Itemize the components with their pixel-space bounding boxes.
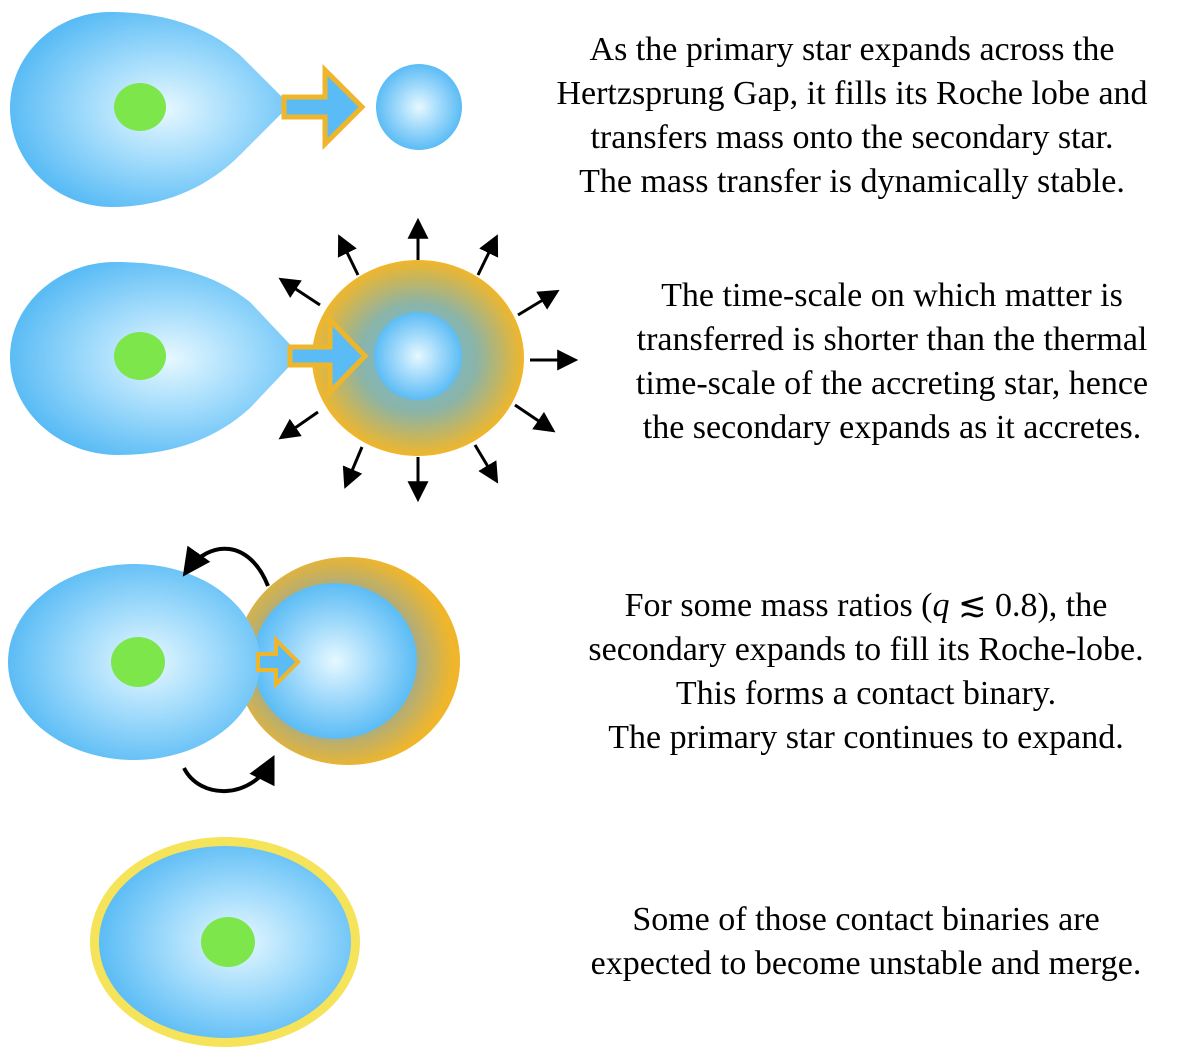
caption-line: expected to become unstable and merge.: [590, 945, 1142, 982]
panel-contact-binary: [8, 545, 460, 793]
mass-transfer-arrow: [256, 635, 301, 689]
expansion-arrow: [473, 444, 499, 484]
caption-line: This forms a contact binary.: [675, 675, 1057, 712]
caption-line: The mass transfer is dynamically stable.: [579, 163, 1125, 200]
caption-line: Hertzsprung Gap, it fills its Roche lobe…: [556, 75, 1148, 112]
secondary-star: [253, 583, 417, 739]
mass-transfer-arrow: [281, 63, 366, 151]
expansion-arrow: [278, 277, 321, 307]
primary-core: [114, 83, 166, 131]
caption-line: The primary star continues to expand.: [608, 719, 1124, 756]
mass-transfer-arrow: [287, 313, 369, 399]
mass-ratio-symbol: q: [932, 587, 950, 624]
expansion-arrow: [514, 403, 556, 433]
primary-core: [111, 637, 165, 687]
orbit-arrow-top: [182, 545, 270, 587]
secondary-star: [376, 64, 462, 150]
caption-line: As the primary star expands across the: [589, 31, 1115, 68]
panel-secondary-expands: [10, 217, 579, 503]
caption-line: For some mass ratios (q ≲ 0.8), the: [540, 584, 1192, 628]
caption-line: secondary expands to fill its Roche-lobe…: [588, 631, 1144, 668]
caption-line: the secondary expands as it accretes.: [642, 409, 1142, 446]
caption-line: Some of those contact binaries are: [632, 901, 1100, 938]
secondary-star: [374, 312, 462, 400]
orbit-arrow-bottom: [182, 754, 275, 793]
panel-merger: [90, 837, 360, 1047]
caption-secondary-expands: The time-scale on which matter is transf…: [592, 274, 1192, 450]
primary-core: [114, 332, 166, 380]
expansion-arrows: [278, 217, 579, 503]
expansion-arrow: [337, 234, 360, 276]
caption-line: transfers mass onto the secondary star.: [590, 119, 1114, 156]
caption-merger: Some of those contact binaries are expec…: [540, 898, 1192, 986]
expansion-arrow: [517, 289, 560, 317]
merged-core: [201, 917, 255, 967]
expansion-arrow: [278, 410, 319, 440]
caption-fragment: For some mass ratios (: [624, 587, 933, 624]
expansion-arrow: [476, 234, 499, 276]
panel-stable-transfer: [10, 12, 462, 207]
caption-contact-binary: For some mass ratios (q ≲ 0.8), the seco…: [540, 584, 1192, 760]
caption-stable-transfer: As the primary star expands across the H…: [512, 28, 1192, 204]
caption-line: transferred is shorter than the thermal: [636, 321, 1148, 358]
caption-line: The time-scale on which matter is: [661, 277, 1123, 314]
caption-line: time-scale of the accreting star, hence: [635, 365, 1149, 402]
caption-fragment: ≲ 0.8), the: [949, 587, 1108, 624]
expansion-arrow: [342, 446, 364, 489]
